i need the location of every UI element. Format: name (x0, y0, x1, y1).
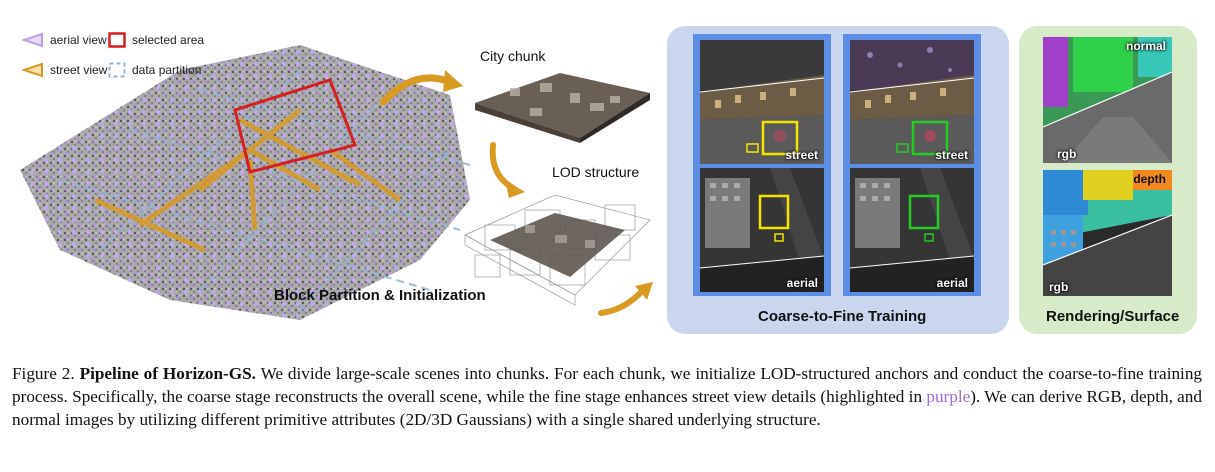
fine-street-label: street (935, 148, 968, 162)
city-chunk-label: City chunk (480, 48, 546, 64)
legend-street-view: street view (22, 62, 107, 78)
figure-title: Pipeline of Horizon-GS. (79, 364, 256, 383)
block-partition-panel: aerial view street view selected area da… (0, 0, 660, 345)
block-partition-title: Block Partition & Initialization (274, 287, 486, 304)
caption-highlight: purple (926, 387, 971, 406)
arrow-to-lod-icon (489, 142, 525, 198)
depth-rgb-render: depth rgb (1043, 170, 1172, 296)
legend-aerial-label: aerial view (50, 33, 107, 47)
fine-street-render: street (850, 40, 974, 164)
caption-text-1: We divide large-scale scenes into chunks… (12, 364, 1203, 406)
fine-aerial-render: aerial (850, 168, 974, 292)
legend-partition-label: data partition (132, 63, 202, 77)
selected-area-swatch (108, 32, 126, 48)
figure-caption: Figure 2. Pipeline of Horizon-GS. We div… (12, 362, 1202, 431)
fine-aerial-label: aerial (936, 276, 968, 290)
normal-label: normal (1125, 39, 1166, 53)
rgb-bottom-label: rgb (1049, 280, 1069, 294)
depth-label: depth (1133, 172, 1166, 186)
normal-rgb-render: normal rgb (1043, 37, 1172, 163)
coarse-aerial-render: aerial (700, 168, 824, 292)
lod-structure-image (464, 194, 651, 306)
figure-number: Figure 2. (12, 364, 75, 383)
rgb-top-label: rgb (1057, 147, 1077, 161)
rendering-title: Rendering/Surface (1046, 308, 1180, 325)
city-pointcloud-image (20, 45, 471, 320)
arrow-to-city-chunk-icon (379, 70, 463, 106)
caption-text-2: ). We can derive RGB, depth, and normal … (12, 387, 1202, 429)
coarse-street-render: street (700, 40, 824, 164)
coarse-aerial-label: aerial (786, 276, 818, 290)
coarse-street-label: street (785, 148, 818, 162)
data-partition-swatch (108, 62, 126, 78)
legend-data-partition: data partition (108, 62, 201, 78)
legend-selected-label: selected area (132, 33, 205, 47)
training-title: Coarse-to-Fine Training (758, 308, 927, 325)
city-chunk-image (475, 73, 650, 143)
aerial-camera-icon (22, 32, 43, 48)
legend-street-label: street view (50, 63, 108, 77)
legend-aerial-view: aerial view (22, 32, 107, 48)
arrow-to-training-icon (598, 282, 653, 316)
legend-selected-area: selected area (108, 32, 204, 48)
lod-structure-label: LOD structure (552, 164, 640, 180)
street-camera-icon (22, 62, 43, 78)
